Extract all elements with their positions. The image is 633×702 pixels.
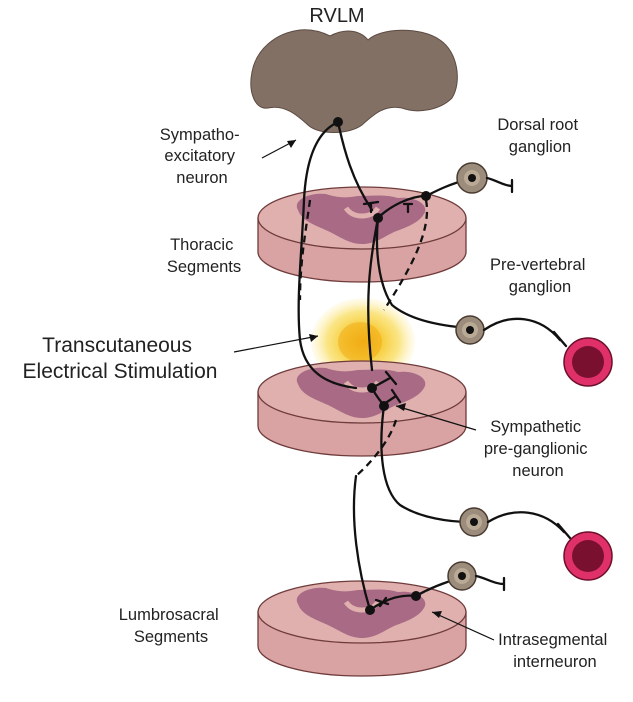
tes-arrow (233, 335, 319, 353)
pre-vertebral-label: Pre-vertebral ganglion (490, 256, 590, 296)
lumbrosacral-segment (257, 580, 467, 677)
thoracic-label: Thoracic Segments (167, 236, 241, 276)
dorsal-root-ganglion-upper (456, 162, 514, 194)
lumbrosacral-label: Lumbrosacral Segments (119, 606, 224, 646)
sympathetic-preganglionic-label: Sympathetic pre-ganglionic neuron (484, 418, 592, 480)
tes-label: Transcutaneous Electrical Stimulation (23, 334, 218, 383)
rvlm-brainstem (250, 29, 458, 133)
target-organ-upper (563, 337, 613, 387)
rvlm-label: RVLM (309, 5, 364, 27)
interneuron-arrow (431, 611, 495, 641)
intrasegmental-label: Intrasegmental interneuron (498, 631, 612, 671)
thoracic-segment-upper (257, 186, 467, 283)
target-organ-lower (563, 531, 613, 581)
dorsal-root-ganglion-lower (447, 561, 506, 592)
spn-arrow (395, 405, 477, 431)
sympatho-excitatory-label: Sympatho- excitatory neuron (160, 126, 244, 187)
dorsal-root-label: Dorsal root ganglion (497, 116, 582, 156)
pre-vertebral-ganglion-lower (459, 507, 572, 540)
pre-vertebral-ganglion-upper (455, 315, 568, 348)
thoracic-segment-lower (257, 360, 467, 457)
